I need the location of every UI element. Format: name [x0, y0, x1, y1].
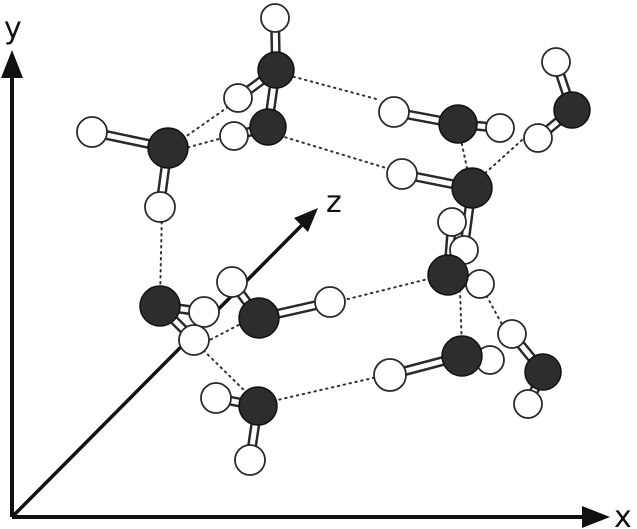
- hydrogen-atom: [219, 121, 249, 151]
- y-axis-arrowhead: [1, 50, 23, 78]
- hydrogen-atom: [513, 389, 543, 419]
- hydrogen-atom: [223, 83, 253, 113]
- y-axis-label: y: [4, 11, 22, 46]
- oxygen-atom: [257, 51, 295, 89]
- z-axis-line: [12, 220, 307, 517]
- oxygen-atom: [238, 297, 280, 339]
- hydrogen-atom: [260, 3, 290, 33]
- oxygen-atom: [451, 167, 493, 209]
- hydrogen-bond: [199, 315, 257, 346]
- hydrogen-atom: [76, 116, 108, 148]
- x-axis-label: x: [614, 500, 632, 529]
- covalent-bonds: [87, 13, 577, 465]
- hydrogen-atom: [216, 266, 248, 298]
- oxygen-atoms: [139, 51, 591, 426]
- hydrogen-atom: [386, 158, 418, 190]
- hydrogen-atom: [178, 324, 210, 356]
- hydrogen-atom: [523, 123, 553, 153]
- oxygen-atom: [553, 91, 591, 129]
- hydrogen-bond: [477, 279, 506, 331]
- hydrogen-bond: [267, 131, 387, 169]
- hydrogen-bond: [259, 374, 387, 405]
- hydrogen-bond: [335, 275, 441, 303]
- oxygen-atom: [438, 104, 478, 144]
- hydrogen-atom: [497, 319, 527, 349]
- hydrogen-atom: [437, 207, 467, 237]
- z-axis-arrowhead: [294, 208, 318, 232]
- hydrogen-atom: [373, 358, 407, 392]
- hydrogen-atom: [200, 382, 232, 414]
- oxygen-atom: [427, 254, 469, 296]
- oxygen-atom: [238, 386, 278, 426]
- hydrogen-atom: [378, 96, 410, 128]
- hydrogen-atom: [485, 113, 515, 143]
- oxygen-atom: [249, 108, 287, 146]
- hydrogen-atom: [314, 286, 346, 318]
- hydrogen-atom: [188, 296, 220, 328]
- oxygen-atom: [441, 335, 483, 377]
- hydrogen-atom: [465, 269, 495, 299]
- axes: y x z: [1, 11, 632, 529]
- oxygen-atom: [524, 353, 562, 391]
- oxygen-atom: [147, 127, 189, 169]
- hydrogen-atom: [234, 444, 266, 476]
- x-axis-arrowhead: [582, 506, 610, 528]
- hydrogen-atom: [541, 47, 571, 77]
- hydrogen-atoms: [76, 3, 571, 476]
- z-axis-label: z: [326, 185, 342, 220]
- oxygen-atom: [139, 285, 181, 327]
- hydrogen-atom: [144, 191, 176, 223]
